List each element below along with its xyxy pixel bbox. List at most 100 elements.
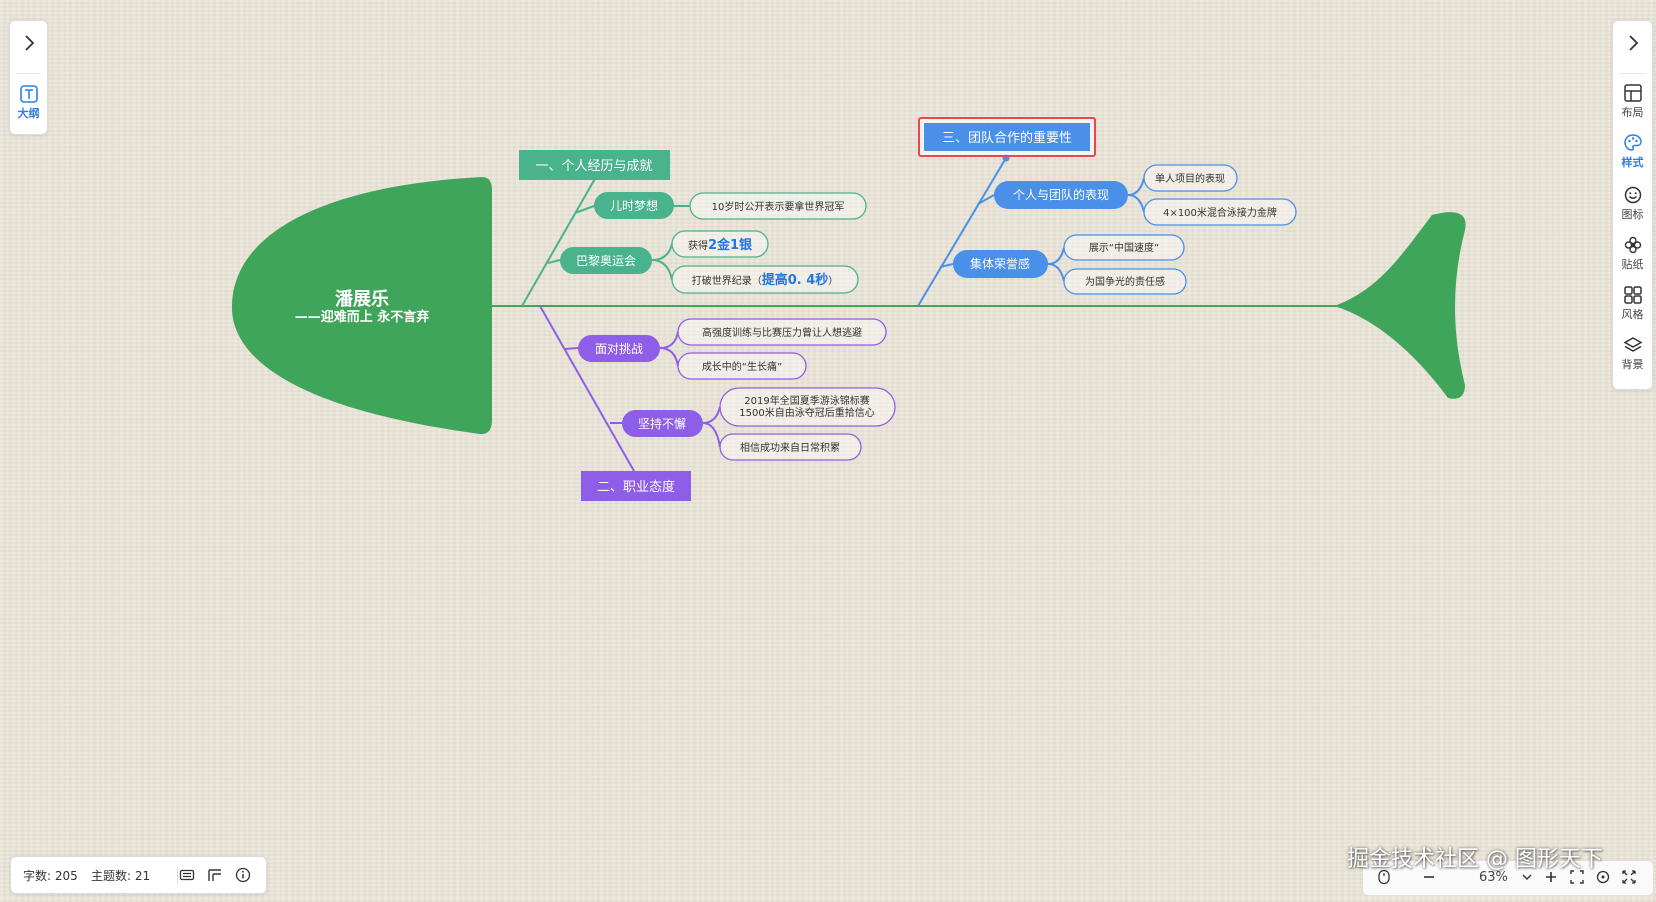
mouse-icon (1378, 869, 1390, 885)
topic-label: 个人与团队的表现 (1013, 187, 1109, 202)
right-toolbar: 布局 样式 图标 贴纸 风格 (1612, 20, 1653, 390)
topic-label: 坚持不懈 (638, 416, 686, 431)
outline-label: 大纲 (17, 107, 40, 120)
leaf-node[interactable]: 获得2金1银 (671, 230, 769, 258)
style-button[interactable]: 样式 (1613, 133, 1652, 170)
info-icon (235, 867, 251, 883)
style-label: 样式 (1621, 156, 1644, 169)
grid-style-icon (1623, 286, 1642, 304)
left-toolbar: 大纲 (9, 20, 48, 135)
icon-label: 图标 (1621, 208, 1644, 221)
icon-button[interactable]: 图标 (1613, 185, 1652, 222)
minus-icon (1424, 876, 1434, 878)
leaf-node[interactable]: 10岁时公开表示要拿世界冠军 (689, 192, 867, 220)
leaf-text: 相信成功来自日常积累 (740, 441, 840, 454)
background-button[interactable]: 背景 (1613, 335, 1652, 372)
background-label: 背景 (1621, 358, 1644, 371)
leaf-text: 4×100米混合泳接力金牌 (1163, 206, 1277, 219)
flower-sticker-icon (1624, 236, 1641, 254)
branch-1-title: 一、个人经历与成就 (535, 159, 652, 174)
topic-childhood-dream[interactable]: 儿时梦想 (594, 192, 674, 219)
leaf-text: 高强度训练与比赛压力曾让人想逃避 (702, 326, 862, 339)
structure-button[interactable] (207, 867, 223, 887)
leaf-text: 单人项目的表现 (1155, 172, 1225, 185)
expand-right-button[interactable] (1613, 34, 1652, 56)
zoom-out-button[interactable] (1421, 869, 1437, 889)
topic-perseverance[interactable]: 坚持不懈 (622, 410, 703, 437)
keyboard-button[interactable] (179, 867, 195, 887)
target-icon (1596, 870, 1610, 884)
fit-screen-icon (1570, 870, 1584, 884)
leaf-node[interactable]: 展示“中国速度” (1063, 234, 1185, 261)
branch-1-title-node[interactable]: 一、个人经历与成就 (519, 150, 670, 180)
locate-button[interactable] (1595, 869, 1611, 889)
leaf-text: 10岁时公开表示要拿世界冠军 (712, 200, 845, 213)
branch-2-title-node[interactable]: 二、职业态度 (581, 471, 691, 501)
divider (16, 73, 41, 74)
leaf-node[interactable]: 4×100米混合泳接力金牌 (1143, 198, 1297, 226)
zoom-dropdown[interactable] (1521, 869, 1533, 889)
plus-icon (1546, 872, 1556, 882)
leaf-node[interactable]: 单人项目的表现 (1143, 164, 1238, 192)
topic-collective-honor[interactable]: 集体荣誉感 (953, 250, 1048, 278)
leaf-text: 打破世界纪录（提高0. 4秒） (692, 272, 839, 288)
divider (177, 867, 178, 883)
layout-icon (1623, 84, 1642, 102)
sticker-label: 贴纸 (1621, 258, 1644, 271)
branch-2-title: 二、职业态度 (597, 479, 675, 495)
topic-paris-olympics[interactable]: 巴黎奥运会 (560, 247, 652, 274)
topic-facing-challenges[interactable]: 面对挑战 (578, 335, 660, 362)
word-count: 字数: 205 (23, 869, 78, 883)
fish-tail (1334, 212, 1466, 399)
leaf-node[interactable]: 打破世界纪录（提高0. 4秒） (671, 265, 859, 294)
expand-left-button[interactable] (10, 34, 47, 56)
branch-3-lines (917, 157, 1145, 307)
leaf-node[interactable]: 相信成功来自日常积累 (719, 433, 862, 461)
branch-3-title-node[interactable]: 三、团队合作的重要性 (918, 117, 1096, 157)
chevron-right-icon (24, 35, 34, 51)
topic-count: 主题数: 21 (91, 869, 151, 883)
leaf-node[interactable]: 成长中的“生长痛” (677, 352, 807, 380)
branch-3-title: 三、团队合作的重要性 (942, 130, 1072, 146)
branch-1-lines (521, 176, 690, 307)
topic-individual-and-team[interactable]: 个人与团队的表现 (994, 181, 1128, 209)
fullscreen-icon (1622, 870, 1636, 884)
sticker-button[interactable]: 贴纸 (1613, 235, 1652, 272)
status-bar: 字数: 205 主题数: 21 (10, 856, 267, 894)
structure-icon (208, 869, 221, 881)
palette-icon (1623, 134, 1642, 151)
leaf-node[interactable]: 为国争光的责任感 (1063, 268, 1187, 295)
topic-label: 集体荣誉感 (970, 256, 1030, 271)
leaf-text: 1500米自由泳夺冠后重拾信心 (739, 406, 874, 419)
pan-mode-button[interactable] (1377, 869, 1391, 889)
leaf-text: 2019年全国夏季游泳锦标赛 (744, 394, 869, 407)
zoom-bar: 63% (1362, 860, 1654, 896)
zoom-value[interactable]: 63% (1479, 870, 1508, 885)
branch-2-lines (539, 305, 721, 472)
smiley-icon (1624, 186, 1641, 204)
theme-style-button[interactable]: 风格 (1613, 285, 1652, 322)
root-subtitle: ——迎难而上 永不言弃 (295, 309, 430, 325)
leaf-text: 成长中的“生长痛” (702, 360, 782, 373)
info-button[interactable] (235, 867, 251, 887)
text-outline-icon (19, 85, 38, 103)
topic-label: 儿时梦想 (610, 198, 658, 213)
root-title: 潘展乐 (335, 289, 389, 310)
leaf-text: 展示“中国速度” (1089, 241, 1159, 254)
leaf-node[interactable]: 高强度训练与比赛压力曾让人想逃避 (677, 318, 887, 346)
layout-label: 布局 (1621, 106, 1644, 119)
fit-view-button[interactable] (1569, 869, 1585, 889)
leaf-node[interactable]: 2019年全国夏季游泳锦标赛 1500米自由泳夺冠后重拾信心 (719, 387, 896, 427)
zoom-in-button[interactable] (1543, 869, 1559, 889)
keyboard-icon (179, 869, 195, 881)
layers-icon (1622, 337, 1643, 352)
layout-button[interactable]: 布局 (1613, 83, 1652, 120)
leaf-text: 为国争光的责任感 (1085, 275, 1165, 288)
leaf-text: 获得2金1银 (688, 237, 753, 253)
outline-button[interactable]: 大纲 (10, 84, 47, 121)
divider (1619, 73, 1646, 74)
chevron-down-icon (1522, 874, 1532, 880)
fish-head (231, 177, 492, 435)
fullscreen-button[interactable] (1621, 869, 1637, 889)
